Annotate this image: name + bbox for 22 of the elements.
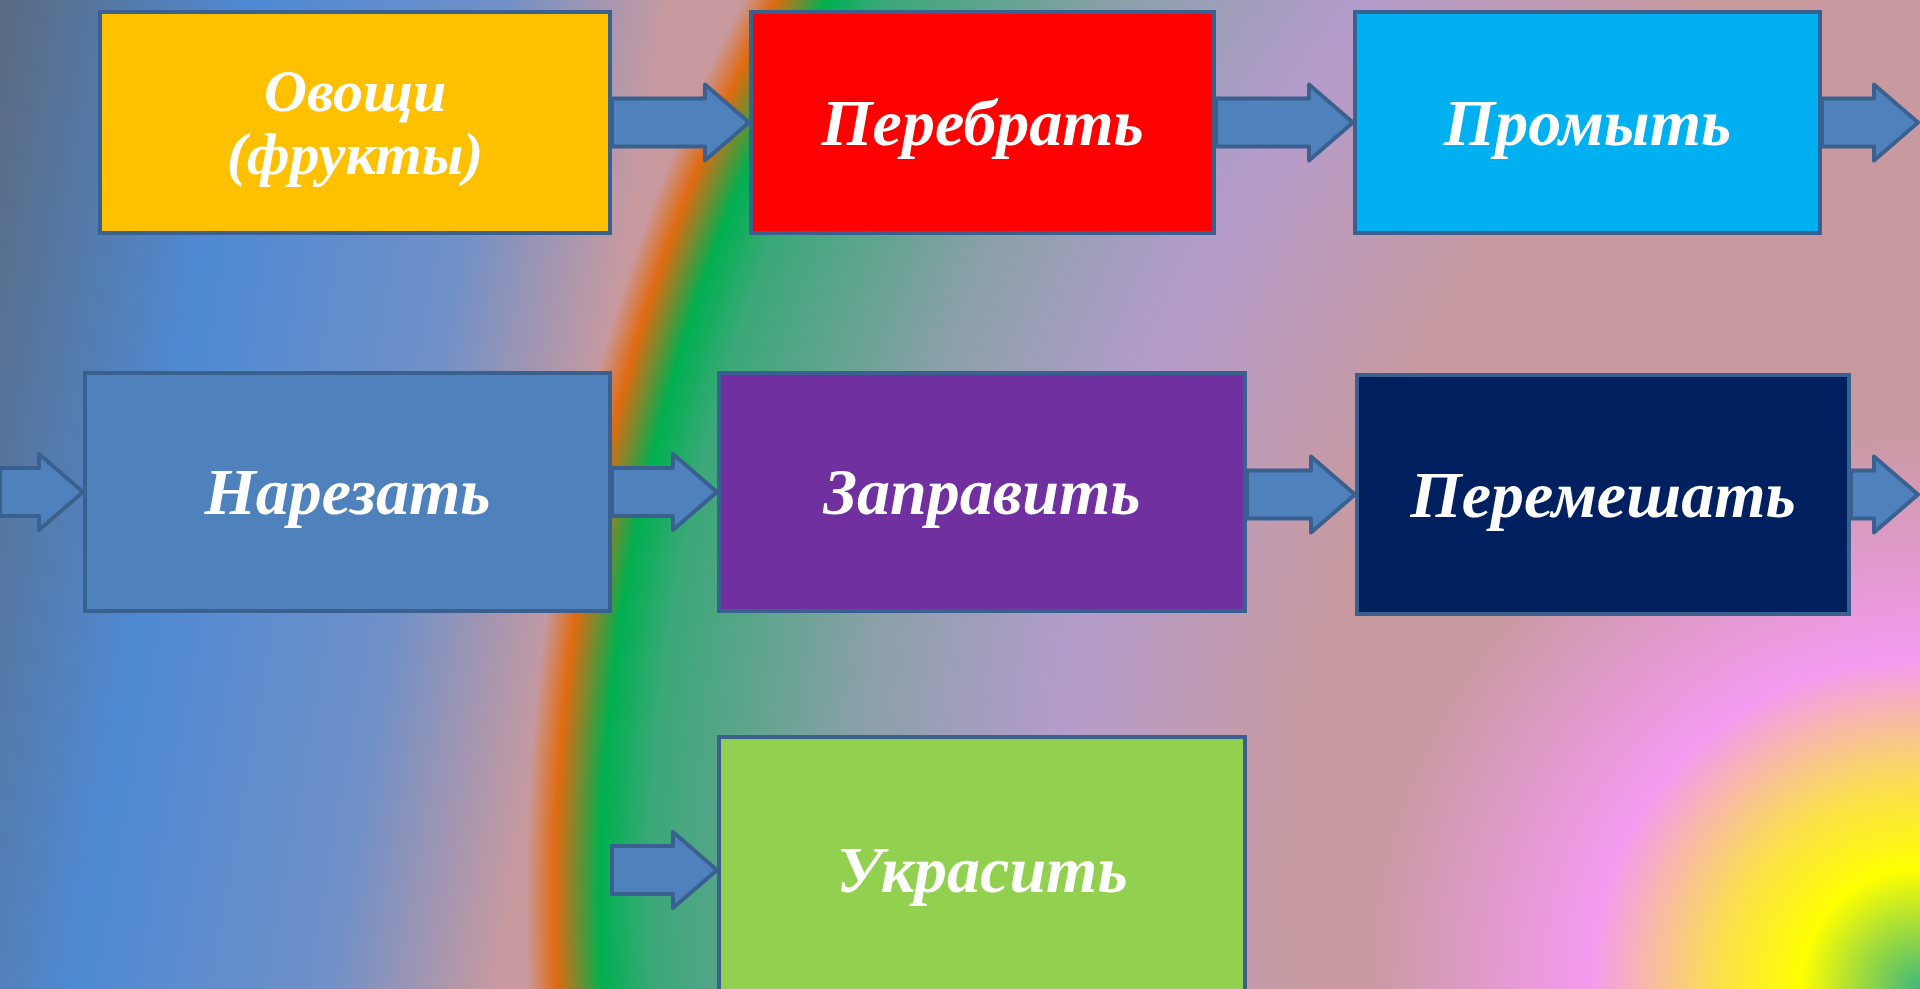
- step-label: Промыть: [1443, 87, 1732, 158]
- block-arrow: [610, 82, 751, 163]
- block-arrow: [1820, 82, 1920, 163]
- step-label: Перемешать: [1410, 459, 1796, 530]
- block-arrow: [1214, 82, 1355, 163]
- step-label: Овощи (фрукты): [225, 59, 485, 186]
- block-arrow: [1849, 454, 1920, 535]
- step-label: Заправить: [823, 457, 1141, 527]
- step-label: Украсить: [836, 835, 1128, 905]
- process-box: [1355, 373, 1851, 616]
- block-arrow: [1245, 454, 1357, 535]
- process-box: [717, 735, 1247, 989]
- step-label: Перебрать: [821, 87, 1144, 158]
- process-box: [1353, 10, 1822, 235]
- block-arrow: [610, 830, 719, 910]
- block-arrow: [0, 452, 85, 532]
- process-box: [749, 10, 1216, 235]
- process-box: [717, 371, 1247, 613]
- step-label: Нарезать: [204, 457, 491, 527]
- process-box: [83, 371, 612, 613]
- block-arrow: [610, 452, 719, 532]
- process-box: [98, 10, 612, 235]
